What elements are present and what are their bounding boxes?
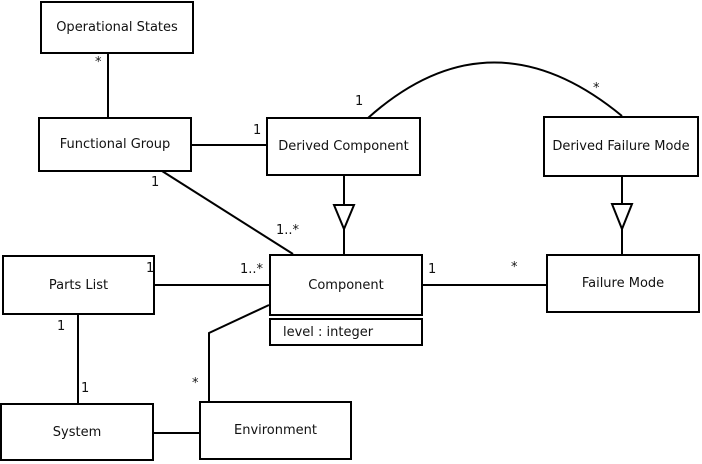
multiplicity-fg-comp-many: 1..* — [276, 223, 300, 238]
multiplicity-fg-comp-one: 1 — [151, 175, 160, 190]
multiplicity-pl-sys-top: 1 — [57, 319, 66, 334]
association-environment-component — [208, 304, 270, 402]
class-failure-mode: Failure Mode — [546, 254, 700, 313]
class-name: Failure Mode — [581, 276, 665, 291]
class-parts-list: Parts List — [2, 255, 155, 315]
class-name: System — [52, 424, 102, 440]
class-name: Operational States — [56, 20, 178, 35]
multiplicity-os-fg: * — [95, 55, 102, 70]
class-name: Derived Failure Mode — [552, 139, 690, 154]
multiplicity-arc-dc: 1 — [355, 94, 364, 109]
class-derived-component: Derived Component — [266, 117, 421, 176]
association-arc-dc-dfm — [367, 61, 623, 119]
class-name: Environment — [233, 423, 317, 438]
multiplicity-comp-fm-one: 1 — [428, 262, 437, 277]
attribute-label: level : integer — [283, 324, 374, 340]
class-name: Parts List — [48, 277, 109, 293]
class-component: Component — [269, 254, 423, 316]
association-fg-component — [161, 170, 294, 255]
multiplicity-arc-dfm: * — [593, 81, 600, 96]
multiplicity-pl-sys-bottom: 1 — [81, 381, 90, 396]
multiplicity-pl-comp-many: 1..* — [240, 262, 264, 277]
class-name: Functional Group — [59, 137, 171, 152]
class-component-attributes: level : integer — [269, 318, 423, 346]
class-derived-failure-mode: Derived Failure Mode — [543, 116, 699, 177]
class-environment: Environment — [199, 401, 352, 460]
class-functional-group: Functional Group — [38, 117, 192, 172]
class-name: Derived Component — [278, 139, 409, 154]
class-name: Component — [308, 277, 384, 293]
generalization-triangle-icon — [332, 204, 356, 232]
generalization-triangle-icon — [610, 203, 634, 232]
multiplicity-comp-fm-star: * — [511, 260, 518, 275]
multiplicity-fg-dc: 1 — [253, 123, 262, 138]
class-operational-states: Operational States — [40, 1, 194, 54]
multiplicity-pl-comp-one: 1 — [146, 261, 155, 276]
multiplicity-env-comp: * — [192, 376, 199, 391]
class-system: System — [0, 403, 154, 461]
